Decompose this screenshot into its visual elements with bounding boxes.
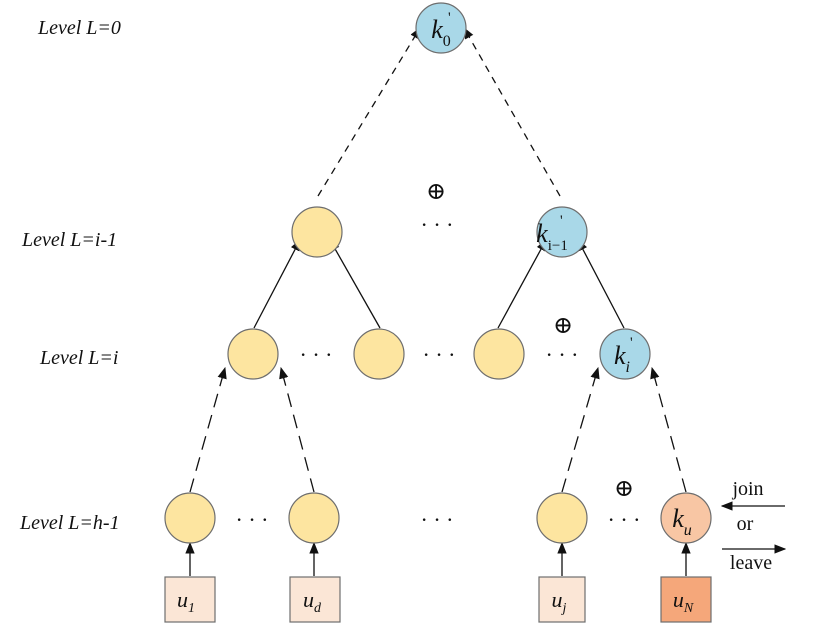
leave-label: leave [730,552,772,574]
svg-text:u1: u1 [177,587,195,616]
tree-node [291,206,343,258]
ellipsis: · · · [300,342,333,367]
edge-solid [497,238,547,329]
svg-text:ki: ki [614,341,630,376]
edge-solid [253,238,301,329]
xor-symbol: ⊕ [614,476,634,502]
user-box: u1 [164,576,216,623]
ellipsis: · · · [236,507,269,532]
join-label: join [731,478,763,500]
level-label-i: Level L=i [39,347,119,369]
svg-text:ku: ku [672,504,692,539]
edge-solid [577,238,625,329]
user-box-highlighted: uN [660,576,712,623]
svg-text:': ' [630,335,633,351]
leaf-node [164,492,216,544]
key-node-i: ki ' [599,328,651,380]
edge-dashed [189,366,227,493]
key-node-i-1 [536,206,588,258]
edge-dashed [279,366,315,493]
ellipsis: · · · [608,507,641,532]
edge-dashed [317,26,421,197]
level-label-i-1: Level L=i-1 [21,229,117,251]
level-label-0: Level L=0 [37,17,121,39]
edge-dashed [561,366,600,493]
level-label-h-1: Level L=h-1 [19,512,120,534]
svg-text:uj: uj [552,587,567,616]
svg-text:k0: k0 [431,15,451,50]
tree-node [353,328,405,380]
leaf-node [288,492,340,544]
edge-solid [329,238,381,329]
ellipsis: · · · [546,342,579,367]
ellipsis: · · · [421,212,454,237]
user-box: uj [538,576,586,623]
key-node-i-1-label: ki−1 ' [536,213,568,254]
user-key-node: ku [660,492,712,544]
svg-text:ki−1: ki−1 [536,219,568,254]
user-box: ud [289,576,341,623]
svg-text:': ' [448,10,451,26]
tree-node [227,328,279,380]
edge-dashed [463,26,561,197]
edge-dashed [650,366,687,493]
xor-symbol: ⊕ [426,179,446,205]
root-key-node: k0 ' [415,2,467,54]
xor-symbol: ⊕ [553,313,573,339]
svg-text:uN: uN [673,587,694,616]
svg-text:ud: ud [303,587,322,616]
or-label: or [737,513,754,535]
tree-node [473,328,525,380]
leaf-node [536,492,588,544]
ellipsis: · · · [421,507,454,532]
ellipsis: · · · [423,342,456,367]
svg-text:': ' [560,213,563,229]
